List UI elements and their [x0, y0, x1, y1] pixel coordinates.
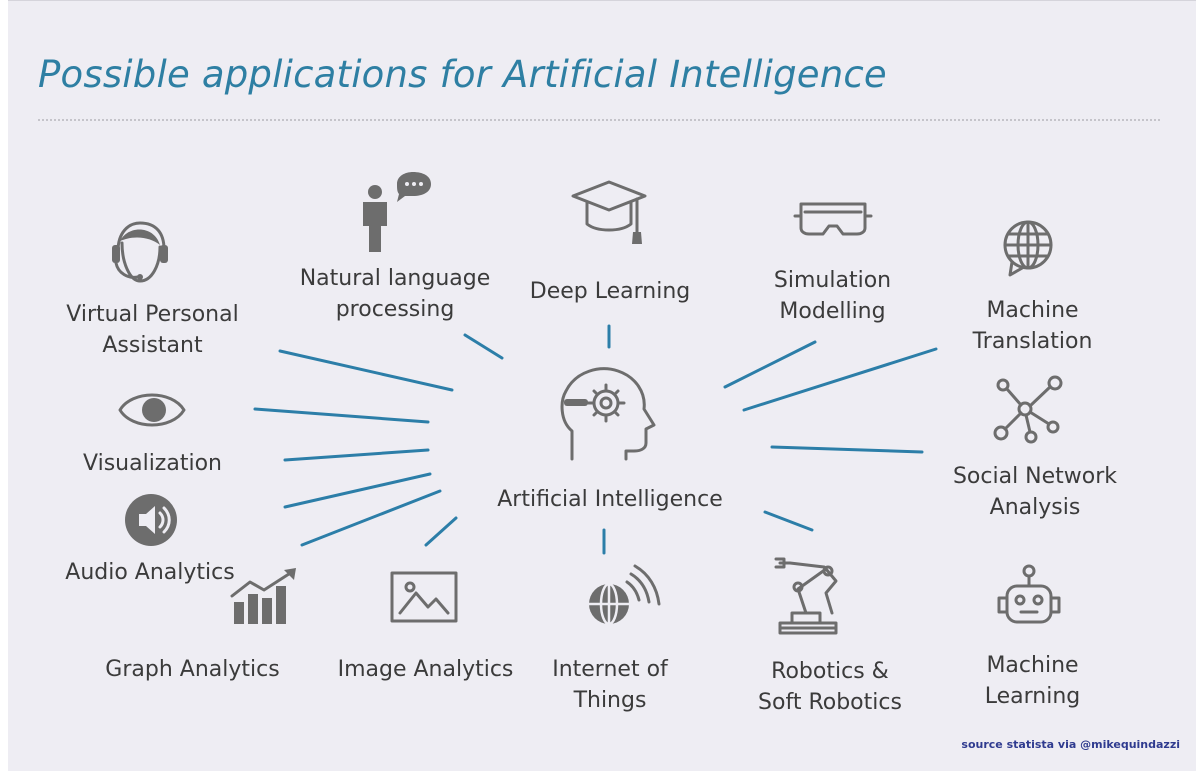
label-line: Analysis — [989, 495, 1081, 520]
label-line: Virtual Personal — [66, 302, 239, 327]
label-line: Robotics & — [771, 659, 889, 684]
connector-virtual-assistant — [278, 349, 454, 392]
label-line: Image Analytics — [337, 657, 514, 682]
label-machine-translation: Machine Translation — [945, 295, 1120, 357]
title-divider — [38, 119, 1160, 121]
label-line: Visualization — [83, 451, 222, 476]
robot-arm-icon — [774, 557, 838, 635]
globe-wifi-icon — [589, 564, 661, 626]
label-line: Assistant — [102, 333, 203, 358]
source-credit: source statista via @mikequindazzi — [961, 738, 1180, 751]
label-line: Internet of — [552, 657, 668, 682]
connector-lines — [253, 324, 938, 555]
center-label-text: Artificial Intelligence — [497, 487, 723, 512]
speaker-icon — [125, 494, 177, 546]
center-label: Artificial Intelligence — [470, 484, 750, 515]
connector-machine-translation — [742, 347, 938, 412]
label-simulation-modelling: Simulation Modelling — [740, 265, 925, 327]
label-line: Soft Robotics — [758, 690, 902, 715]
connector-nlp — [463, 333, 504, 360]
label-robotics-soft-robotics: Robotics & Soft Robotics — [735, 656, 925, 718]
connector-image — [424, 516, 458, 547]
label-machine-learning: Machine Learning — [950, 650, 1115, 712]
label-line: Modelling — [779, 299, 886, 324]
label-line: Translation — [972, 329, 1093, 354]
label-image-analytics: Image Analytics — [318, 654, 533, 685]
label-line: Machine — [986, 298, 1079, 323]
label-virtual-personal-assistant: Virtual Personal Assistant — [40, 299, 265, 361]
label-line: Social Network — [952, 464, 1118, 489]
headset-person-icon — [112, 221, 168, 283]
ai-head-gear-icon — [560, 367, 656, 461]
label-line: Graph Analytics — [105, 657, 280, 682]
bar-chart-trend-icon — [230, 568, 296, 624]
picture-icon — [390, 571, 458, 623]
connector-robotics — [763, 510, 814, 532]
network-nodes-icon — [993, 375, 1063, 444]
connector-visualization — [253, 407, 430, 424]
label-line: Simulation — [773, 268, 892, 293]
label-audio-analytics: Audio Analytics — [45, 557, 255, 588]
connector-social-network — [770, 445, 924, 454]
label-line: Audio Analytics — [65, 560, 235, 585]
graduation-cap-icon — [571, 180, 647, 244]
label-line: Deep Learning — [529, 279, 691, 304]
connector-graph — [300, 489, 442, 547]
label-natural-language-processing: Natural language processing — [280, 263, 510, 325]
eye-icon — [118, 393, 186, 427]
label-line: Learning — [984, 684, 1081, 709]
label-social-network-analysis: Social Network Analysis — [930, 461, 1140, 523]
person-speech-bubble-icon — [363, 172, 431, 252]
label-line: processing — [335, 297, 455, 322]
label-deep-learning: Deep Learning — [505, 276, 715, 307]
label-graph-analytics: Graph Analytics — [85, 654, 300, 685]
label-line: Things — [573, 688, 647, 713]
label-line: Machine — [986, 653, 1079, 678]
connector-audio — [283, 472, 432, 509]
label-line: Natural language — [299, 266, 491, 291]
globe-bubble-icon — [1003, 220, 1053, 277]
vr-goggles-icon — [793, 202, 873, 236]
label-visualization: Visualization — [60, 448, 245, 479]
connector-simulation — [723, 340, 817, 389]
robot-head-icon — [997, 564, 1061, 624]
connector-visualization-2 — [283, 448, 430, 462]
page-title: Possible applications for Artificial Int… — [38, 53, 887, 96]
label-internet-of-things: Internet of Things — [530, 654, 690, 716]
